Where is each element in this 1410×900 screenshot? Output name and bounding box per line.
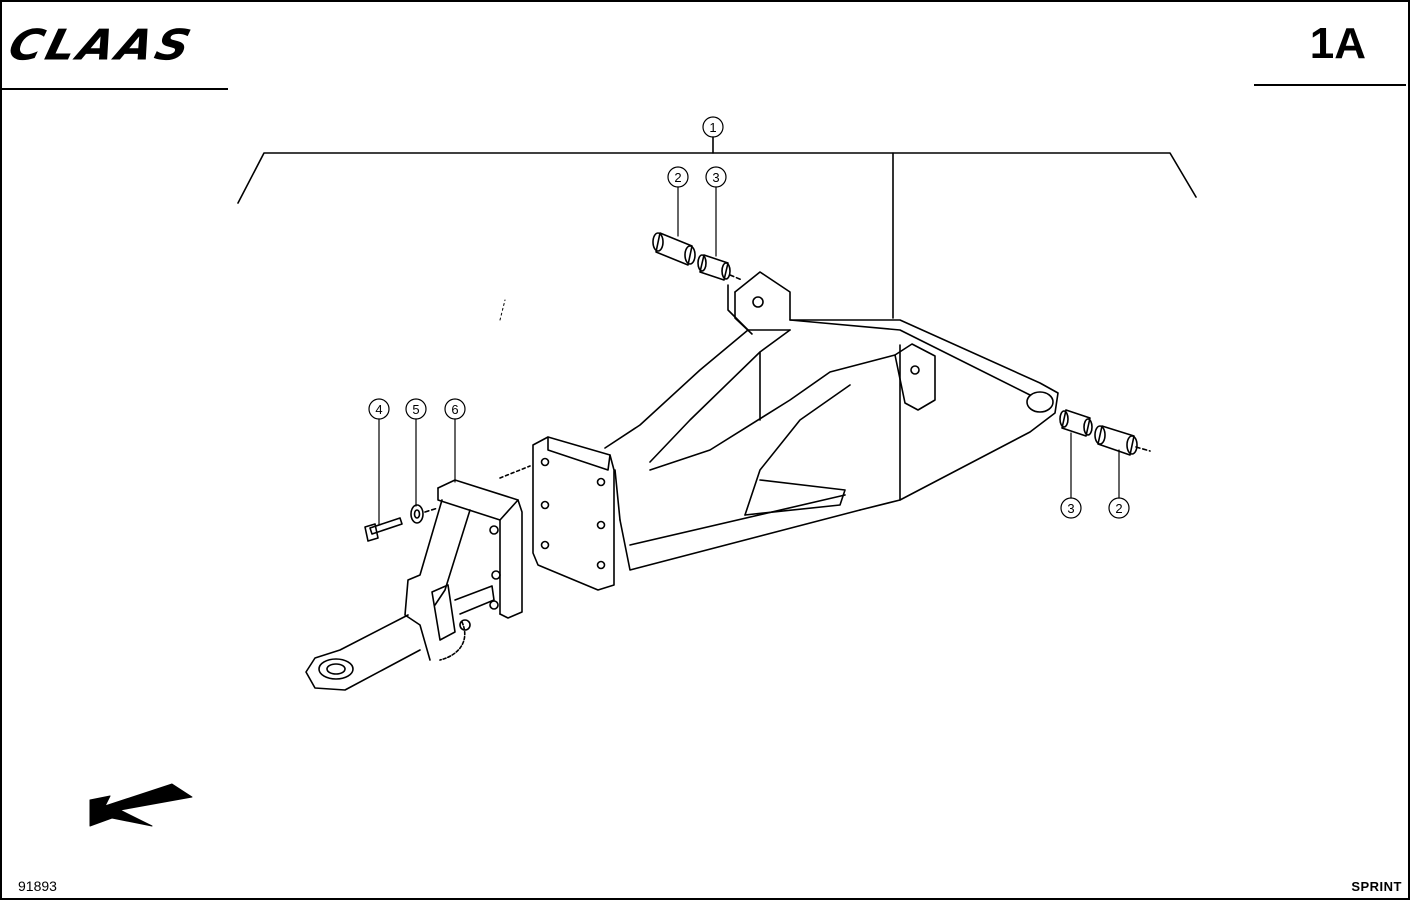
callout-3-lower: 3 — [1060, 432, 1082, 519]
callout-5: 5 — [405, 398, 427, 507]
callout-3-upper: 3 — [705, 166, 727, 257]
callout-2-upper: 2 — [667, 166, 689, 237]
callout-4: 4 — [368, 398, 390, 525]
model-name: SPRINT — [1351, 879, 1402, 894]
callout-5-label: 5 — [412, 402, 419, 417]
header-rule-right — [1254, 84, 1406, 86]
callout-6-label: 6 — [451, 402, 458, 417]
callout-2-lower: 2 — [1108, 449, 1130, 519]
callout-3-lower-label: 3 — [1067, 501, 1074, 516]
page-code: 1A — [1309, 19, 1366, 68]
drawing-number: 91893 — [18, 878, 57, 894]
drawbar-frame — [532, 271, 1059, 591]
callout-1-label: 1 — [709, 120, 716, 135]
callout-3-upper-label: 3 — [712, 170, 719, 185]
callout-2-upper-label: 2 — [674, 170, 681, 185]
callout-1: 1 — [702, 116, 724, 138]
header-rule-left — [2, 88, 228, 90]
callout-6: 6 — [444, 398, 466, 483]
callout-2-lower-label: 2 — [1115, 501, 1122, 516]
arrow-down-left-icon — [89, 783, 193, 827]
hitch-assembly — [305, 465, 531, 691]
bushing-parts — [652, 232, 1151, 456]
callout-4-label: 4 — [375, 402, 382, 417]
alignment-mark — [499, 299, 506, 321]
assembly-bracket — [237, 136, 1197, 319]
